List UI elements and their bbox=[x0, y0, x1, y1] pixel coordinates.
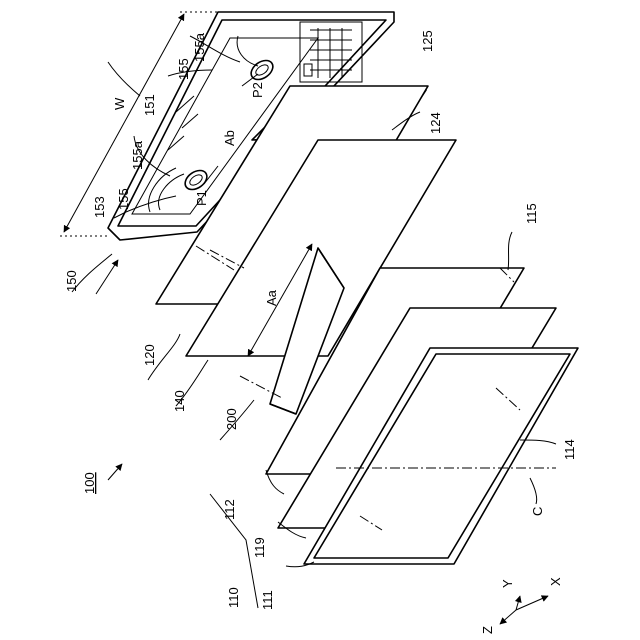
label-150: 150 bbox=[64, 270, 79, 292]
label-140: 140 bbox=[172, 390, 187, 412]
label-111: 111 bbox=[260, 590, 275, 610]
label-aa: Aa bbox=[264, 289, 279, 306]
label-y: Y bbox=[500, 579, 515, 588]
label-155a-upper: 155a bbox=[192, 32, 207, 62]
label-200: 200 bbox=[224, 408, 239, 430]
label-c: C bbox=[530, 507, 545, 516]
label-ab: Ab bbox=[222, 130, 237, 146]
label-155-upper: 155 bbox=[176, 58, 191, 80]
label-112: 112 bbox=[222, 499, 237, 520]
label-w: W bbox=[112, 97, 127, 110]
label-124: 124 bbox=[428, 112, 443, 134]
label-p2: P2 bbox=[250, 82, 265, 98]
label-100: 100 bbox=[82, 472, 97, 494]
label-x: X bbox=[548, 577, 563, 586]
label-115: 115 bbox=[524, 203, 539, 224]
label-114: 114 bbox=[562, 439, 577, 460]
axis-triad bbox=[500, 596, 548, 624]
label-153: 153 bbox=[92, 196, 107, 218]
label-p1: P1 bbox=[194, 190, 209, 206]
label-155-lower: 155 bbox=[116, 188, 131, 210]
label-120: 120 bbox=[142, 344, 157, 366]
label-110: 110 bbox=[226, 587, 241, 608]
label-119: 119 bbox=[252, 537, 267, 558]
label-z: Z bbox=[480, 626, 495, 634]
label-155a-lower: 155a bbox=[130, 140, 145, 170]
label-125: 125 bbox=[420, 30, 435, 52]
label-151: 151 bbox=[142, 94, 157, 116]
